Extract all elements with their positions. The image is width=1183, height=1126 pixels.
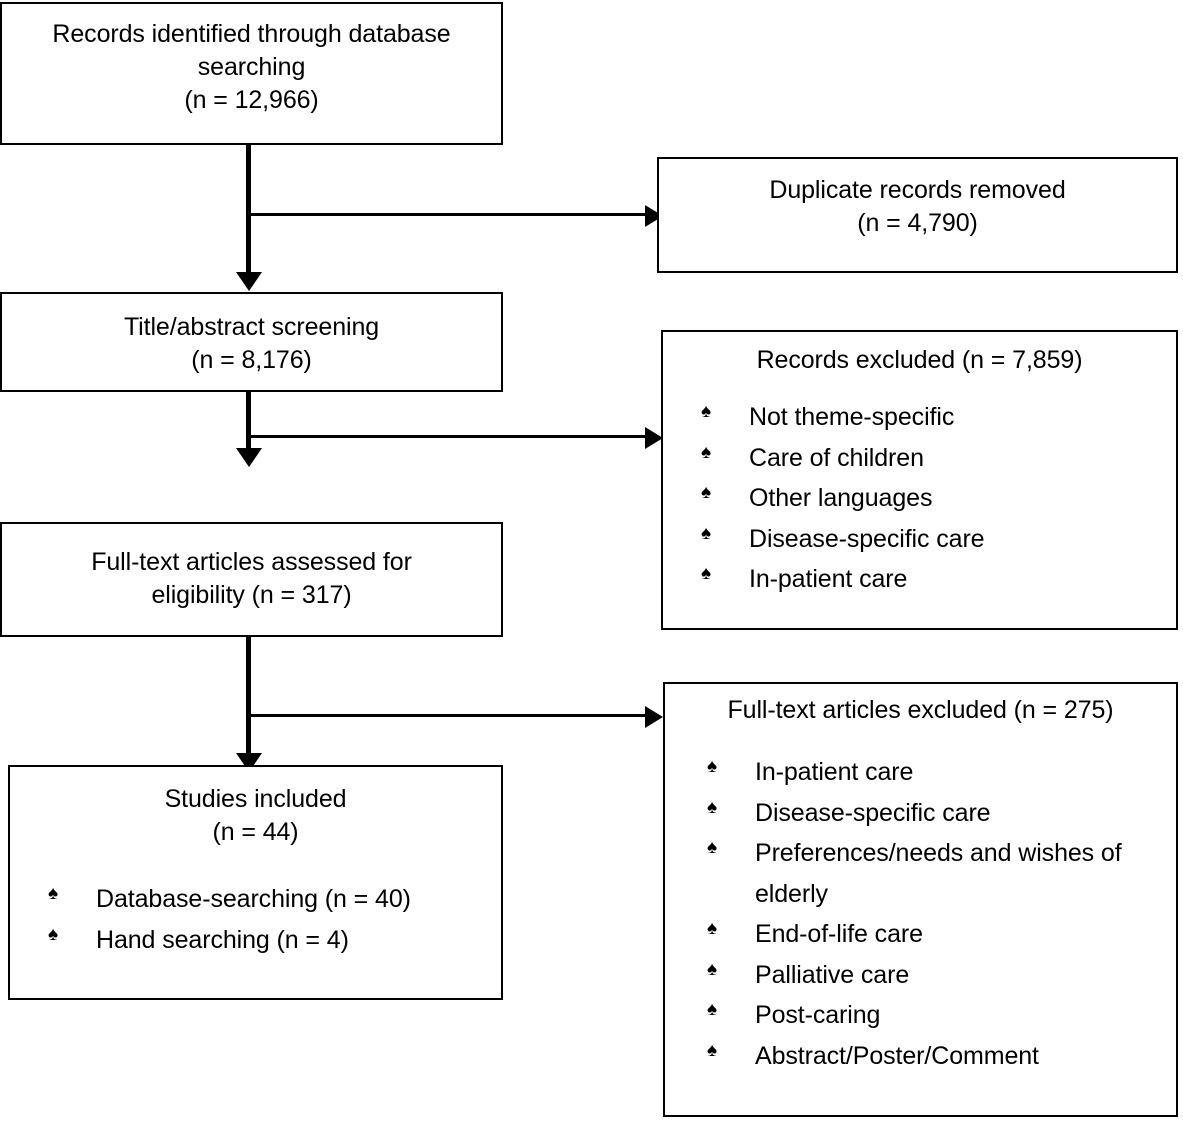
connector-fulltext-to-included: [246, 637, 251, 762]
arrowhead-right-to-fulltext-excluded: [645, 706, 663, 728]
box-studies-included: Studies included (n = 44) ♠ Database-sea…: [8, 765, 503, 1000]
studies-included-list: ♠ Database-searching (n = 40) ♠ Hand sea…: [40, 879, 491, 960]
spade-bullet-icon: ♠: [707, 999, 717, 1020]
list-item: ♠ Preferences/needs and wishes of elderl…: [699, 833, 1162, 914]
list-item: ♠ Disease-specific care: [699, 793, 1162, 834]
list-item-label: Care of children: [749, 443, 924, 472]
fulltext-excluded-title: Full-text articles excluded (n = 275): [727, 696, 1114, 724]
list-item: ♠ Not theme-specific: [693, 397, 1166, 438]
connector-to-duplicates: [248, 213, 653, 216]
connector-screening-to-fulltext: [246, 392, 251, 455]
studies-included-count: (n = 44): [212, 818, 299, 846]
connector-identified-to-screening: [246, 145, 251, 280]
list-item: ♠ Hand searching (n = 4): [40, 920, 491, 961]
list-item-label: Palliative care: [755, 960, 910, 989]
fulltext-excluded-list: ♠ In-patient care ♠ Disease-specific car…: [699, 752, 1162, 1076]
spade-bullet-icon: ♠: [701, 563, 711, 584]
spade-bullet-icon: ♠: [701, 482, 711, 503]
box-fulltext-assessed: Full-text articles assessed for eligibil…: [0, 522, 503, 637]
spade-bullet-icon: ♠: [701, 441, 711, 463]
records-identified-line1: Records identified through database: [52, 20, 451, 48]
list-item: ♠ Database-searching (n = 40): [40, 879, 491, 920]
spade-bullet-icon: ♠: [707, 918, 717, 939]
spade-bullet-icon: ♠: [48, 923, 58, 945]
connector-to-fulltext-excluded: [248, 714, 653, 717]
list-item-label: In-patient care: [749, 565, 908, 593]
list-item: ♠ Other languages: [693, 478, 1166, 519]
spade-bullet-icon: ♠: [701, 401, 711, 422]
arrowhead-down-to-fulltext: [236, 448, 262, 467]
box-title-abstract-screening: Title/abstract screening (n = 8,176): [0, 292, 503, 392]
list-item-label: Disease-specific care: [749, 524, 985, 553]
list-item-label: In-patient care: [755, 758, 914, 786]
box-fulltext-excluded: Full-text articles excluded (n = 275) ♠ …: [663, 682, 1178, 1117]
list-item: ♠ Palliative care: [699, 955, 1162, 996]
list-item-label: End-of-life care: [755, 920, 923, 948]
arrowhead-down-to-screening: [236, 272, 262, 291]
arrowhead-right-to-records-excluded: [645, 427, 663, 449]
list-item-label: Abstract/Poster/Comment: [755, 1041, 1039, 1070]
spade-bullet-icon: ♠: [48, 883, 58, 904]
spade-bullet-icon: ♠: [701, 522, 711, 544]
list-item-label: Other languages: [749, 484, 933, 512]
list-item: ♠ Abstract/Poster/Comment: [699, 1036, 1162, 1077]
spade-bullet-icon: ♠: [707, 1039, 717, 1061]
records-identified-count: (n = 12,966): [184, 86, 319, 114]
list-item-label: Not theme-specific: [749, 403, 955, 431]
list-item: ♠ Care of children: [693, 438, 1166, 479]
records-identified-line2: searching: [197, 53, 306, 81]
connector-to-records-excluded: [248, 435, 653, 438]
spade-bullet-icon: ♠: [707, 796, 717, 818]
list-item-label: Post-caring: [755, 1001, 881, 1029]
box-records-excluded: Records excluded (n = 7,859) ♠ Not theme…: [661, 330, 1178, 630]
spade-bullet-icon: ♠: [707, 958, 717, 980]
spade-bullet-icon: ♠: [707, 837, 717, 858]
duplicates-line1: Duplicate records removed: [769, 176, 1066, 204]
list-item-label: Preferences/needs and wishes of elderly: [755, 839, 1122, 908]
box-records-identified: Records identified through database sear…: [0, 2, 503, 145]
list-item: ♠ In-patient care: [699, 752, 1162, 793]
list-item: ♠ Disease-specific care: [693, 519, 1166, 560]
list-item-label: Database-searching (n = 40): [96, 885, 411, 913]
list-item-label: Hand searching (n = 4): [96, 925, 349, 954]
list-item: ♠ Post-caring: [699, 995, 1162, 1036]
list-item: ♠ In-patient care: [693, 559, 1166, 600]
box-duplicate-records-removed: Duplicate records removed (n = 4,790): [657, 157, 1178, 273]
fulltext-assessed-line1: Full-text articles assessed for: [91, 548, 412, 576]
studies-included-line1: Studies included: [164, 785, 347, 813]
duplicates-count: (n = 4,790): [857, 209, 978, 237]
fulltext-assessed-count: eligibility (n = 317): [151, 581, 352, 609]
list-item: ♠ End-of-life care: [699, 914, 1162, 955]
list-item-label: Disease-specific care: [755, 798, 991, 827]
screening-line1: Title/abstract screening: [123, 313, 380, 341]
records-excluded-title: Records excluded (n = 7,859): [756, 346, 1083, 374]
spade-bullet-icon: ♠: [707, 756, 717, 777]
records-excluded-list: ♠ Not theme-specific ♠ Care of children …: [693, 397, 1166, 600]
screening-count: (n = 8,176): [191, 346, 312, 374]
